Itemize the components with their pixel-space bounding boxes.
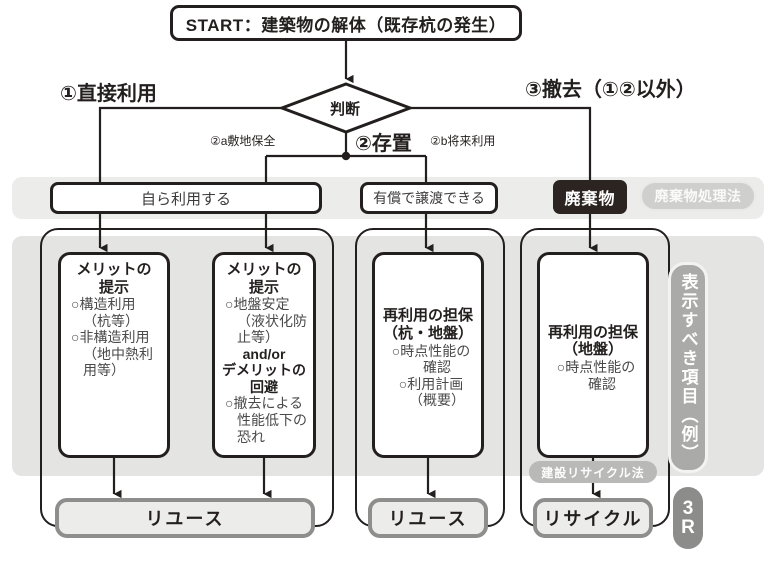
card-line: ○構造利用: [71, 296, 136, 313]
card-line: ○時点性能の: [556, 359, 636, 376]
side-label-display-items: 表示すべき項目（例）: [668, 262, 708, 473]
card-line: （杭等）: [83, 312, 139, 329]
decision-node-label: 判断: [329, 100, 360, 118]
badge-construction-recycling-law: 建設リサイクル法: [529, 461, 657, 483]
card-line: 性能低下の: [237, 411, 307, 428]
card-reuse-guarantee-pile-ground: 再利用の担保 （杭・地盤） ○時点性能の 確認 ○利用計画 （概要）: [372, 252, 484, 458]
card-line: 用等）: [83, 362, 125, 379]
card-reuse-guarantee-ground: 再利用の担保 （地盤） ○時点性能の 確認: [537, 252, 649, 458]
card-line: ○非構造利用: [71, 329, 150, 346]
card-line: ○撤去による: [225, 395, 304, 412]
card-heading-line1: メリットの: [226, 261, 302, 278]
card-line: ○地盤安定: [225, 296, 290, 313]
card-heading-line1: メリットの: [76, 261, 152, 278]
card-merit-structural: メリットの 提示 ○構造利用 （杭等） ○非構造利用 （地中熱利 用等）: [58, 252, 170, 458]
card-line: 回避: [250, 378, 278, 395]
badge-3r-letter: R: [681, 517, 695, 538]
card-line: and/or: [242, 345, 286, 362]
sub-branch-label-future-use: ②b将来利用: [430, 133, 496, 148]
badge-waste-disposal-law: 廃棄物処理法: [640, 181, 756, 211]
card-line: 恐れ: [237, 428, 265, 445]
card-line: ○利用計画: [398, 375, 464, 392]
card-heading-line2: 提示: [248, 278, 279, 296]
badge-3r: 3 R: [673, 487, 703, 549]
card-heading-line2: （杭・地盤）: [382, 324, 473, 342]
card-heading-line1: 再利用の担保: [382, 307, 473, 325]
branch-label-direct-use: ①直接利用: [60, 82, 157, 105]
sub-branch-label-site-preservation: ②a敷地保全: [210, 133, 276, 148]
branch-label-retention: ②存置: [355, 132, 412, 155]
branch-label-removal: ③撤去（①②以外）: [525, 78, 696, 101]
card-line: 確認: [423, 359, 451, 376]
card-line: ○時点性能の: [391, 342, 471, 359]
card-heading-line2: （地盤）: [562, 341, 623, 359]
card-heading-line1: 再利用の担保: [547, 323, 638, 341]
card-line: デメリットの: [222, 362, 306, 379]
badge-3r-number: 3: [682, 498, 694, 519]
card-line: 止等）: [237, 329, 279, 346]
card-line: （概要）: [409, 392, 465, 409]
card-line: （地中熱利: [83, 345, 153, 362]
card-line: （液状化防: [237, 312, 307, 329]
option-waste: 廃棄物: [553, 180, 627, 214]
result-reuse-mid: リユース: [368, 498, 488, 538]
option-paid-transfer: 有償で譲渡できる: [360, 182, 498, 214]
result-reuse-left: リユース: [55, 498, 315, 538]
option-self-use: 自ら利用する: [50, 182, 322, 214]
start-node: START：建築物の解体（既存杭の発生）: [170, 5, 522, 41]
card-line: 確認: [588, 375, 616, 392]
card-heading-line2: 提示: [98, 278, 129, 296]
card-merit-ground: メリットの 提示 ○地盤安定 （液状化防 止等） and/or デメリットの 回…: [212, 252, 316, 458]
result-recycle: リサイクル: [533, 498, 653, 538]
